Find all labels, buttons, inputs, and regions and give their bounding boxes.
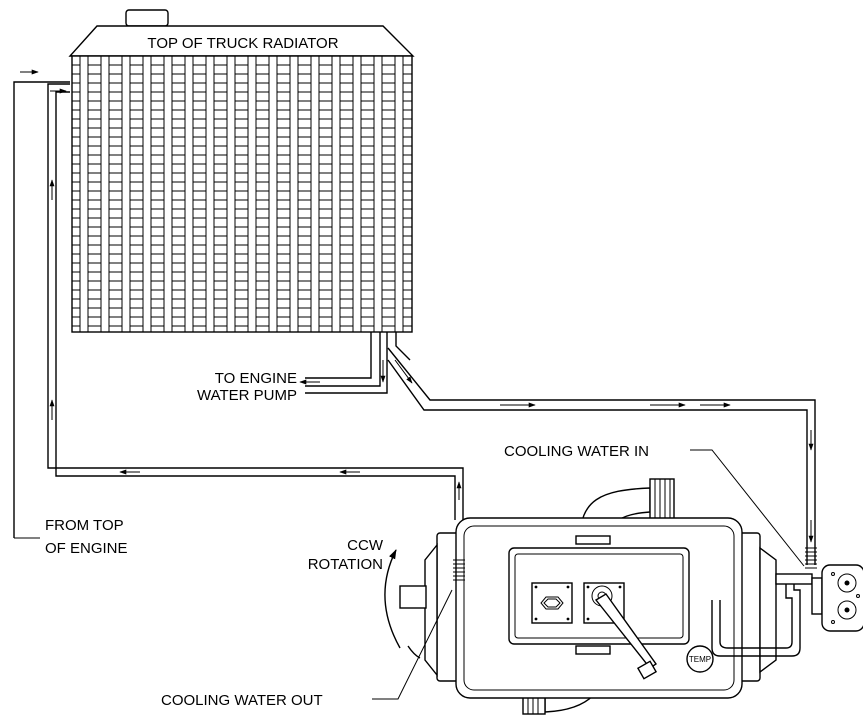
- from-top-of-engine-label-1: FROM TOP: [45, 517, 124, 534]
- temp-gauge-label: TEMP: [689, 655, 711, 664]
- to-engine-pump-label-2: WATER PUMP: [197, 387, 297, 404]
- cooling-water-out-leader: [372, 589, 453, 700]
- cooling-water-in-hose: [387, 347, 817, 569]
- hoses: [13, 69, 817, 569]
- hex-plug-plate: [531, 582, 573, 624]
- radiator-outlets: [299, 332, 411, 394]
- labels: TO ENGINE WATER PUMP COOLING WATER IN FR…: [45, 370, 805, 709]
- rotation-label: ROTATION: [308, 556, 383, 573]
- cooling-water-out-label: COOLING WATER OUT: [161, 692, 323, 709]
- inlet-fitting: [805, 547, 817, 569]
- temp-gauge: TEMP: [686, 645, 714, 673]
- cooling-unit: TEMP: [399, 478, 863, 715]
- radiator-title: TOP OF TRUCK RADIATOR: [147, 35, 338, 52]
- to-engine-pump-label-1: TO ENGINE: [215, 370, 297, 387]
- outlet-fitting: [453, 559, 465, 581]
- radiator-top-tank: [68, 25, 415, 57]
- drive-shaft: [399, 585, 427, 609]
- from-top-of-engine-hose: [13, 81, 70, 538]
- radiator-fins: [72, 56, 412, 332]
- cooling-water-in-leader: [690, 449, 805, 567]
- radiator-cap: [125, 9, 169, 27]
- control-lever: [594, 593, 658, 680]
- radiator-core: [71, 55, 413, 333]
- cooling-water-in-label: COOLING WATER IN: [504, 443, 649, 460]
- pump-end-cover: [811, 564, 863, 632]
- cooling-water-out-hose: [47, 83, 464, 520]
- from-top-of-engine-label-2: OF ENGINE: [45, 540, 128, 557]
- ccw-label: CCW: [347, 537, 384, 554]
- truck-radiator: TOP OF TRUCK RADIATOR: [68, 9, 415, 333]
